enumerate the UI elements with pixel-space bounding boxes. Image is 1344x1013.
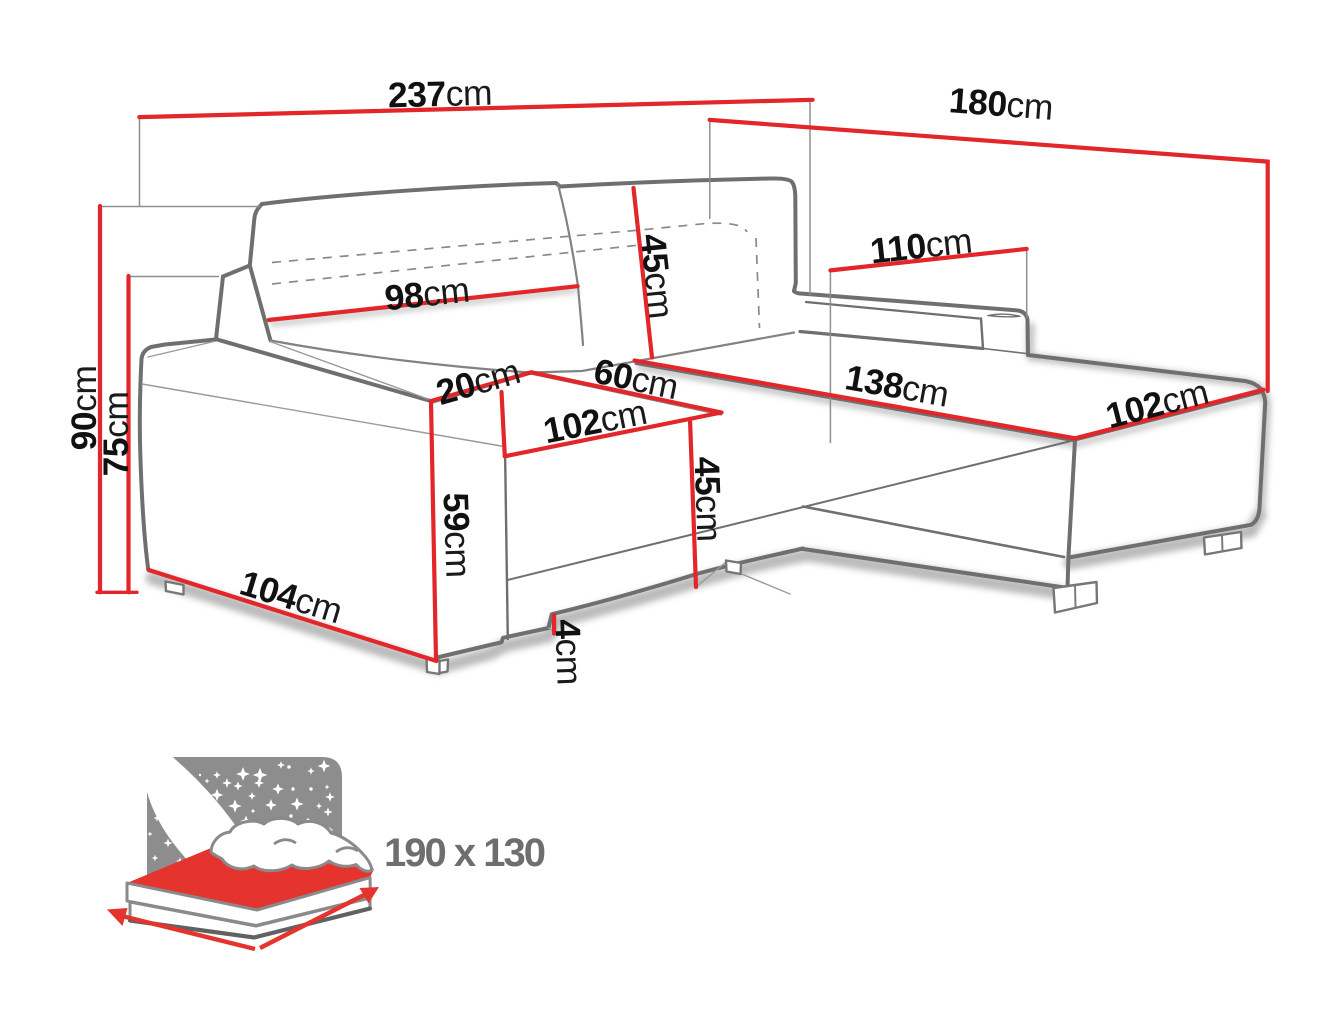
svg-text:98cm: 98cm — [383, 270, 472, 319]
svg-text:90cm: 90cm — [64, 366, 104, 451]
svg-text:59cm: 59cm — [436, 492, 479, 578]
svg-text:45cm: 45cm — [633, 232, 682, 321]
svg-text:45cm: 45cm — [687, 456, 730, 542]
svg-text:4cm: 4cm — [547, 619, 589, 686]
svg-text:190 x 130: 190 x 130 — [384, 831, 545, 875]
svg-text:180cm: 180cm — [948, 80, 1055, 128]
svg-text:75cm: 75cm — [96, 392, 136, 477]
svg-text:60cm: 60cm — [590, 351, 681, 407]
svg-text:237cm: 237cm — [387, 73, 492, 116]
